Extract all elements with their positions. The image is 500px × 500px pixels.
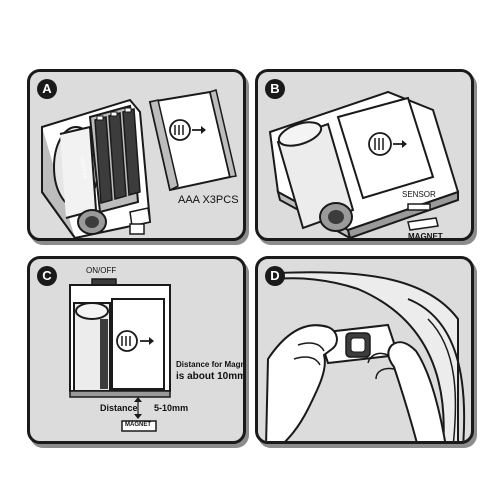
step-badge-c: C [37, 266, 57, 286]
magnet-label: MAGNET [408, 232, 443, 241]
magnet [407, 217, 439, 231]
panel-a: A [27, 69, 246, 241]
distance-note-line1: Distance for Magnet [176, 360, 246, 369]
release-arrow-icon [116, 330, 154, 352]
battery-count: X3PCS [202, 194, 239, 206]
distance-range: 5-10mm [154, 403, 189, 413]
sensor-window [129, 223, 145, 235]
magnet-label: MAGNET [125, 422, 151, 428]
on-off-label: ON/OFF [86, 266, 117, 275]
panel-b: B SENSOR [255, 69, 474, 241]
door-mounting-illustration [265, 271, 466, 441]
battery-install-illustration [41, 89, 237, 238]
right-hand [387, 341, 446, 441]
distance-note-line2: is about 10mm [176, 371, 246, 382]
panel-d: D [255, 256, 474, 444]
battery-type-label: AAA X3PCS [178, 194, 239, 206]
magnet-distance-illustration [69, 278, 171, 432]
car-door-panel [277, 271, 459, 441]
release-arrow-icon [169, 119, 206, 141]
distance-label: Distance 5-10mm [100, 403, 188, 413]
battery-cells [94, 107, 141, 204]
step-badge-d: D [265, 266, 285, 286]
distance-note: Distance for Magnet is about 10mm [176, 359, 246, 383]
step-badge-b: B [265, 79, 285, 99]
sensor-label: SENSOR [402, 190, 436, 199]
battery-type: AAA [178, 194, 200, 206]
panel-c: C [27, 256, 246, 444]
step-badge-a: A [37, 79, 57, 99]
sensor-window [407, 203, 431, 211]
left-hand [265, 324, 338, 441]
release-arrow-icon [368, 132, 407, 156]
magnet [121, 420, 157, 432]
distance-label-text: Distance [100, 403, 138, 413]
assembled-device-illustration [268, 90, 460, 238]
